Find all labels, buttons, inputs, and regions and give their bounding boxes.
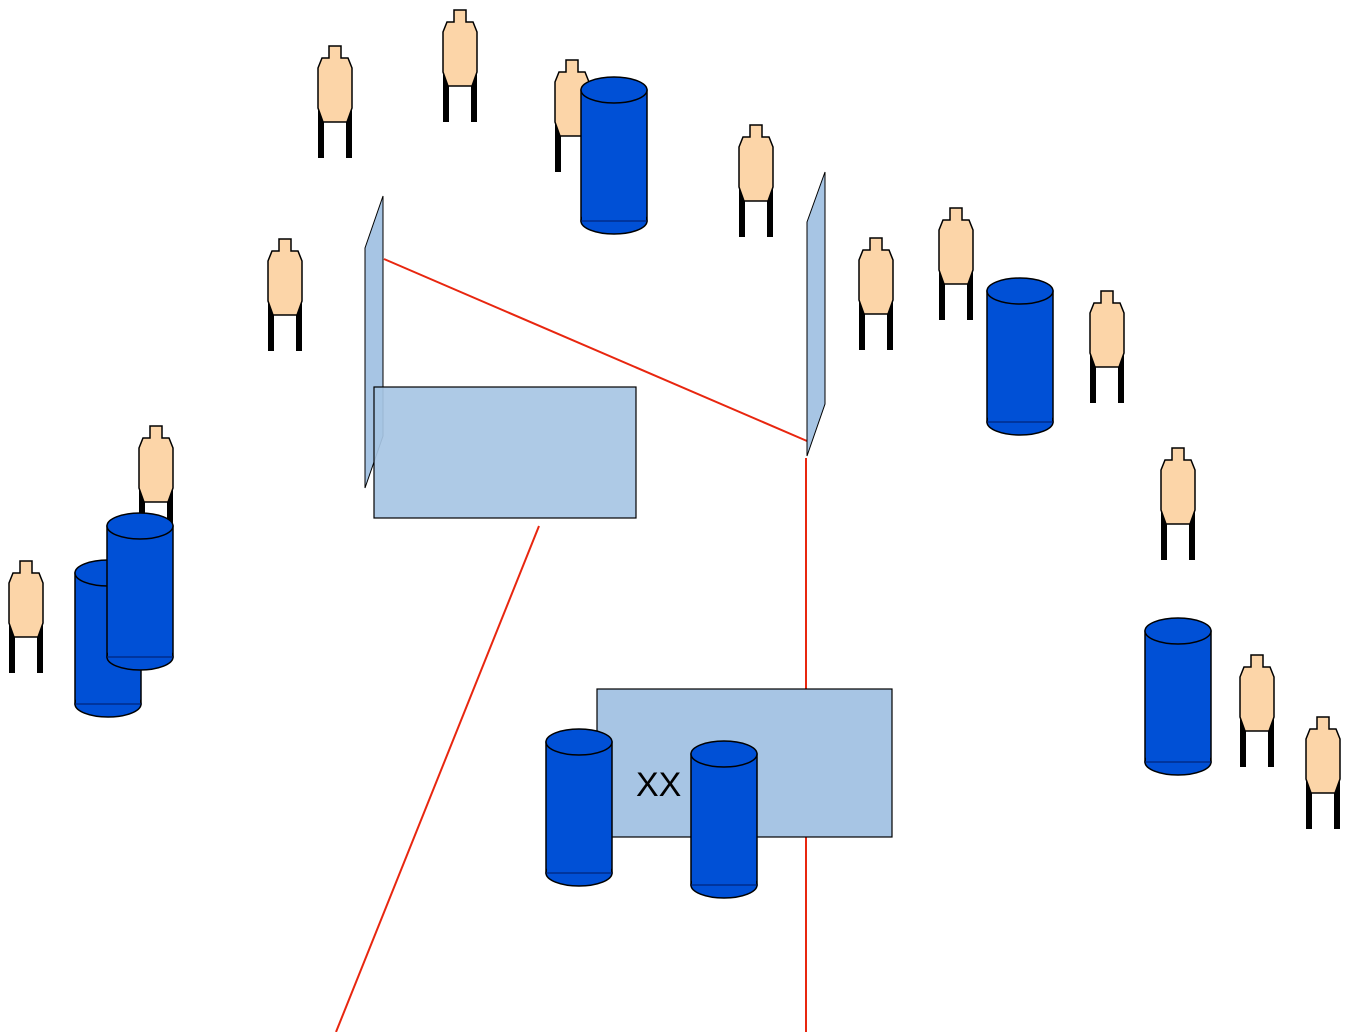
target-right-b	[939, 208, 973, 320]
start-position-label: XX	[636, 766, 681, 804]
barrel-start-right	[690, 740, 758, 899]
barrel-left-front	[106, 512, 174, 671]
target-far-right-low-a	[1240, 655, 1274, 767]
barrel-top-center	[580, 76, 648, 235]
target-right-c	[1090, 291, 1124, 403]
barrel-far-right	[1144, 617, 1212, 776]
target-center-right	[739, 125, 773, 237]
upper-shooting-box	[373, 386, 637, 519]
target-left-mid	[268, 239, 302, 351]
fault-line-lower-diagonal	[335, 525, 540, 1032]
target-right-a	[859, 238, 893, 350]
fault-line-upper-diagonal	[383, 258, 808, 442]
target-left-lower	[9, 561, 43, 673]
barrel-right	[986, 277, 1054, 436]
wall-right-vertical	[806, 171, 826, 457]
barrel-start-left	[545, 728, 613, 887]
target-top-center	[443, 10, 477, 122]
target-far-right-low-b	[1306, 717, 1340, 829]
target-far-right-mid	[1161, 448, 1195, 560]
target-top-left	[318, 46, 352, 158]
